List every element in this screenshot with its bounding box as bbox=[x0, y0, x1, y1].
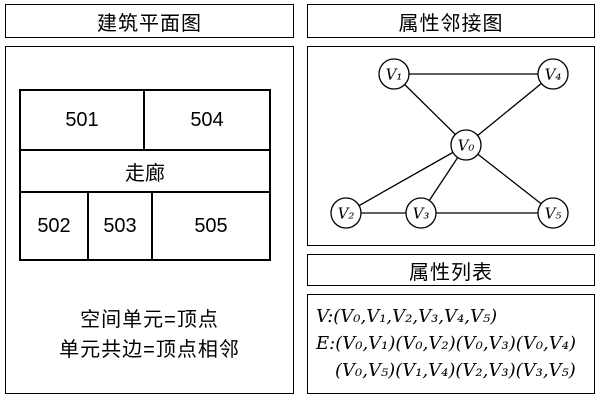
room-505-label: 505 bbox=[194, 214, 228, 237]
attribute-list-box: V:(V₀,V₁,V₂,V₃,V₄,V₅) E:(V₀,V₁)(V₀,V₂)(V… bbox=[307, 294, 595, 394]
graph-edge-V0-V5 bbox=[465, 144, 554, 214]
room-505: 505 bbox=[153, 193, 269, 259]
room-504: 504 bbox=[145, 91, 269, 149]
adjacency-graph-box: V₀ V₁ V₂ V₃ V₄ V₅ bbox=[307, 46, 595, 246]
graph-node-V2 bbox=[330, 197, 362, 229]
graph-node-V4 bbox=[537, 58, 569, 90]
graph-node-label-V5: V₅ bbox=[545, 204, 562, 222]
floor-plan-caption: 空间单元=顶点 单元共边=顶点相邻 bbox=[6, 305, 293, 365]
graph-node-V3 bbox=[405, 197, 437, 229]
room-501-label: 501 bbox=[65, 108, 99, 131]
floor-plan-panel: 501 504 走廊 502 503 505 bbox=[5, 46, 294, 394]
graph-node-label-V4: V₄ bbox=[545, 65, 562, 83]
adjacency-graph-title-box: 属性邻接图 bbox=[307, 4, 595, 38]
attribute-list-edges-2: (V₀,V₅)(V₁,V₄)(V₂,V₃)(V₃,V₅) bbox=[335, 360, 576, 381]
floor-plan-row-middle: 走廊 bbox=[21, 149, 269, 191]
room-503: 503 bbox=[89, 193, 153, 259]
caption-line-1: 空间单元=顶点 bbox=[80, 309, 219, 331]
floor-plan-title-box: 建筑平面图 bbox=[5, 4, 294, 38]
graph-node-V1 bbox=[378, 58, 410, 90]
graph-node-V0 bbox=[450, 129, 482, 161]
attribute-list-edges-1: E:(V₀,V₁)(V₀,V₂)(V₀,V₃)(V₀,V₄) bbox=[316, 333, 576, 354]
graph-node-label-V2: V₂ bbox=[338, 204, 355, 222]
caption-line-2: 单元共边=顶点相邻 bbox=[59, 339, 240, 361]
adjacency-graph-title: 属性邻接图 bbox=[398, 12, 504, 35]
attribute-list-title-box: 属性列表 bbox=[307, 254, 595, 286]
room-504-label: 504 bbox=[190, 108, 224, 131]
room-503-label: 503 bbox=[103, 214, 137, 237]
corridor: 走廊 bbox=[21, 151, 269, 191]
graph-node-label-V0: V₀ bbox=[458, 136, 475, 154]
corridor-label: 走廊 bbox=[125, 162, 165, 185]
graph-node-label-V3: V₃ bbox=[413, 204, 430, 222]
adjacency-graph-svg: V₀ V₁ V₂ V₃ V₄ V₅ bbox=[330, 58, 569, 229]
graph-node-label-V1: V₁ bbox=[386, 65, 403, 83]
graph-node-V5 bbox=[537, 197, 569, 229]
graph-edge-V0-V4 bbox=[465, 73, 554, 146]
floor-plan-row-top: 501 504 bbox=[21, 91, 269, 149]
floor-plan-title: 建筑平面图 bbox=[97, 12, 202, 35]
attribute-list-title: 属性列表 bbox=[409, 261, 493, 284]
room-502-label: 502 bbox=[37, 214, 71, 237]
graph-edge-V0-V1 bbox=[393, 73, 467, 146]
floor-plan: 501 504 走廊 502 503 505 bbox=[19, 89, 271, 261]
room-501: 501 bbox=[21, 91, 145, 149]
attribute-list-vertices: V:(V₀,V₁,V₂,V₃,V₄,V₅) bbox=[316, 306, 498, 327]
floor-plan-row-bottom: 502 503 505 bbox=[21, 191, 269, 259]
graph-edge-V0-V2 bbox=[345, 144, 467, 214]
room-502: 502 bbox=[21, 193, 89, 259]
